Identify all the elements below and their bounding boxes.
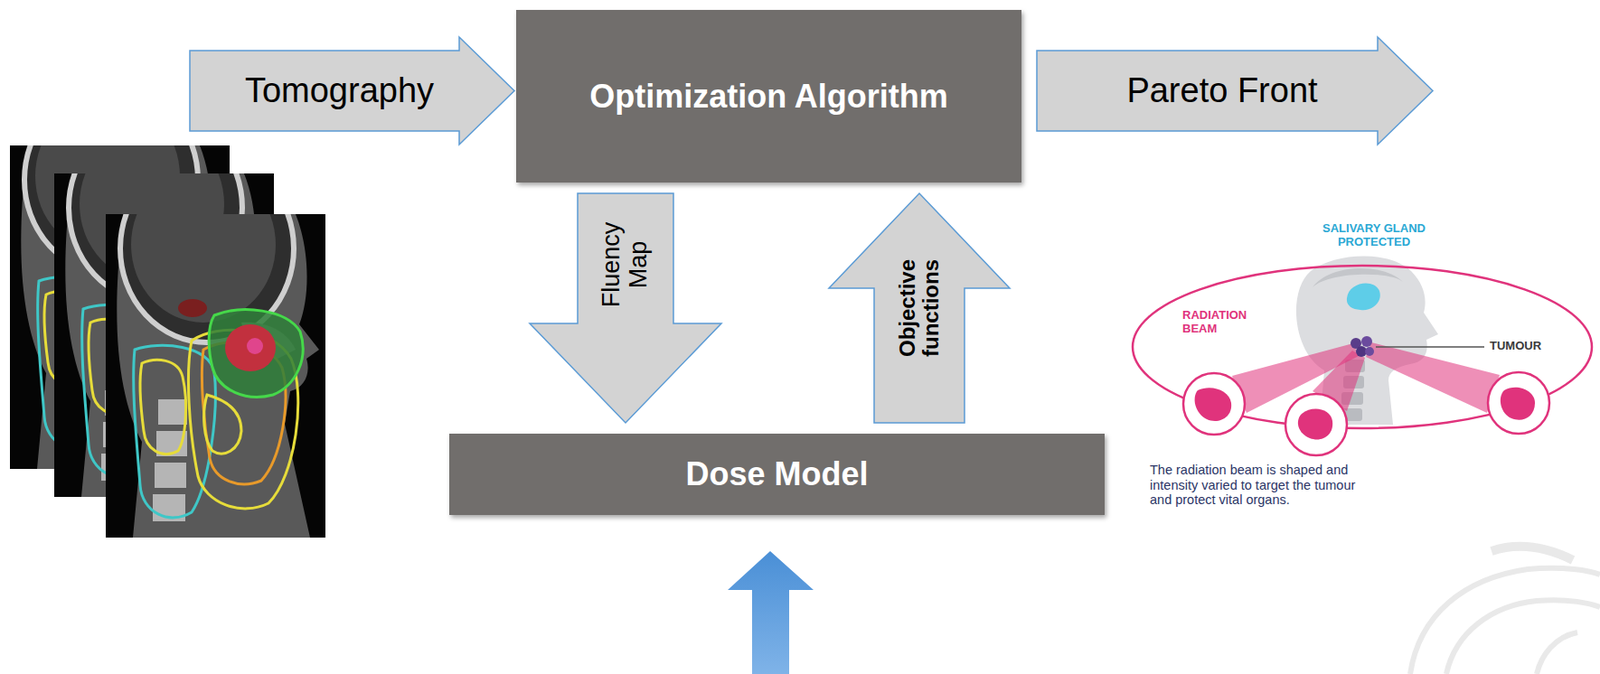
arrow-node: Tomography xyxy=(188,36,516,146)
head-illustration xyxy=(1132,255,1592,456)
node-text: Pareto Front xyxy=(1126,71,1318,111)
block-arrow-connector xyxy=(828,193,1010,424)
node-text: Optimization Algorithm xyxy=(589,77,949,116)
process-box: Optimization Algorithm xyxy=(516,9,1022,183)
process-box: Dose Model xyxy=(449,433,1105,516)
edge-label: Objective functions xyxy=(895,253,944,364)
caption-note: The radiation beam is shaped and intensi… xyxy=(1149,462,1365,509)
ct-slice xyxy=(105,154,326,538)
edge-label: Fluency Map xyxy=(598,214,652,316)
arrow-outline xyxy=(1036,37,1433,145)
node-text: Tomography xyxy=(244,71,434,111)
node-text: Dose Model xyxy=(685,455,868,494)
illustration-label: SALIVARY GLAND PROTECTED xyxy=(1316,222,1432,250)
watermark xyxy=(1410,546,1600,674)
input-arrow xyxy=(727,551,814,674)
illustration-label: TUMOUR xyxy=(1489,339,1542,354)
arrow-node: Pareto Front xyxy=(1035,36,1434,146)
block-arrow-connector xyxy=(529,193,722,424)
arrow-outline xyxy=(189,37,515,145)
illustration-label: RADIATION BEAM xyxy=(1182,309,1261,337)
